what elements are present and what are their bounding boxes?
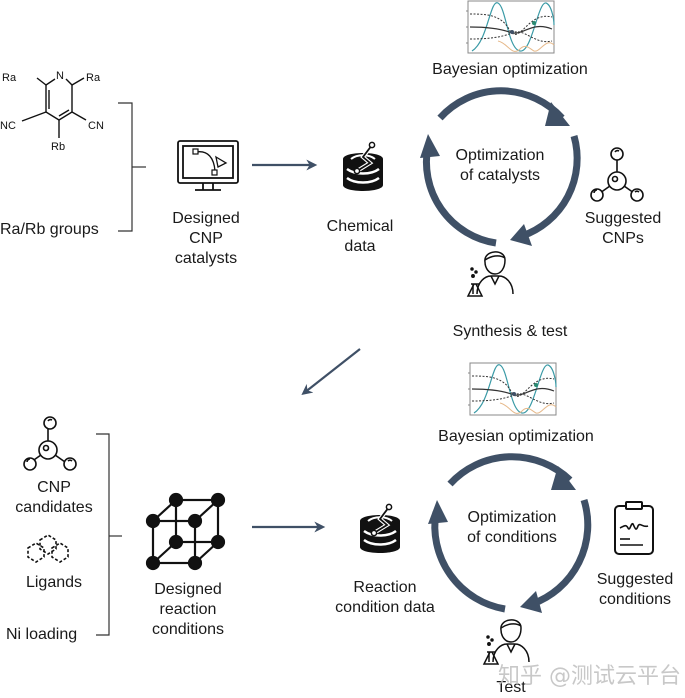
optimization-of-catalysts-label: Optimization of catalysts <box>430 146 570 186</box>
bayesian-optimization-label: Bayesian optimization <box>432 61 588 78</box>
label-line: Optimization <box>467 509 557 526</box>
ra-rb-groups-label: Ra/Rb groups <box>0 221 99 238</box>
top-optimization-cycle <box>422 87 581 247</box>
atom-cn: CN <box>88 120 104 132</box>
database-icon <box>360 503 400 553</box>
suggested-conditions-label: Suggested conditions <box>585 570 685 610</box>
label-line: Reaction <box>353 579 417 596</box>
bottom-cycle-arrowheads <box>428 466 576 613</box>
scientist-icon <box>466 251 514 297</box>
cycle-arrow-right <box>530 498 592 608</box>
label-line: data <box>344 238 376 255</box>
cycle-arrow-top <box>437 87 565 121</box>
label-line: CNP <box>37 479 71 496</box>
label-line: CNPs <box>602 230 644 247</box>
cycle-arrow-right <box>520 135 581 240</box>
label-line: Chemical <box>326 218 394 235</box>
bottom-optimization-cycle <box>431 453 592 613</box>
label-line: Designed <box>154 581 222 598</box>
label-line: candidates <box>15 499 93 516</box>
clipboard-icon <box>614 501 654 555</box>
label-line: CNP <box>189 230 223 247</box>
bayesian-optimization-label: Bayesian optimization <box>438 428 594 445</box>
arrow-top-to-bottom <box>301 348 361 396</box>
label-line: of conditions <box>467 529 557 546</box>
chemical-data-label: Chemical data <box>310 217 410 257</box>
label-line: conditions <box>598 591 672 608</box>
bottom-input-bracket <box>96 433 122 636</box>
pyridine-structure <box>21 77 87 138</box>
atom-ra-right: Ra <box>86 72 101 84</box>
reaction-condition-data-label: Reaction condition data <box>320 578 450 618</box>
designed-cnp-catalysts-label: Designed CNP catalysts <box>156 209 256 269</box>
ligand-hexagons-icon <box>27 534 69 563</box>
label-line: of catalysts <box>459 167 541 184</box>
database-icon <box>343 141 383 191</box>
bayesian-plot-icon <box>468 362 557 416</box>
optimization-of-conditions-label: Optimization of conditions <box>440 508 584 548</box>
ni-loading-label: Ni loading <box>6 626 78 643</box>
atom-nc: NC <box>0 120 16 132</box>
suggested-cnps-label: Suggested CNPs <box>568 209 678 249</box>
atom-n: N <box>56 70 64 82</box>
label-line: catalysts <box>174 250 238 267</box>
atom-rb: Rb <box>51 141 65 153</box>
cube-lattice-icon <box>145 492 226 571</box>
cycle-arrow-left <box>422 145 497 247</box>
watermark: 知乎 @测试云平台 <box>498 664 681 689</box>
bayesian-plot-icon <box>466 0 555 54</box>
design-computer-icon <box>177 140 239 191</box>
scientist-icon <box>482 619 530 665</box>
label-line: Optimization <box>455 147 545 164</box>
molecule-icon <box>23 416 77 471</box>
cnp-candidates-label: CNP candidates <box>0 478 108 518</box>
label-line: Suggested <box>596 571 674 588</box>
ligands-label: Ligands <box>25 574 83 591</box>
label-line: reaction <box>159 601 217 618</box>
label-line: Suggested <box>584 210 662 227</box>
atom-ra-left: Ra <box>2 72 17 84</box>
cycle-arrow-left <box>431 511 506 613</box>
label-line: Designed <box>172 210 240 227</box>
label-line: condition data <box>335 599 435 616</box>
top-input-bracket <box>118 102 146 232</box>
designed-reaction-conditions-label: Designed reaction conditions <box>136 580 240 640</box>
molecule-icon <box>590 147 644 202</box>
top-cycle-arrowheads <box>420 102 570 246</box>
cycle-arrow-top <box>447 453 573 487</box>
synthesis-test-label: Synthesis & test <box>452 323 568 340</box>
test-label: Test <box>496 679 526 696</box>
label-line: conditions <box>151 621 225 638</box>
